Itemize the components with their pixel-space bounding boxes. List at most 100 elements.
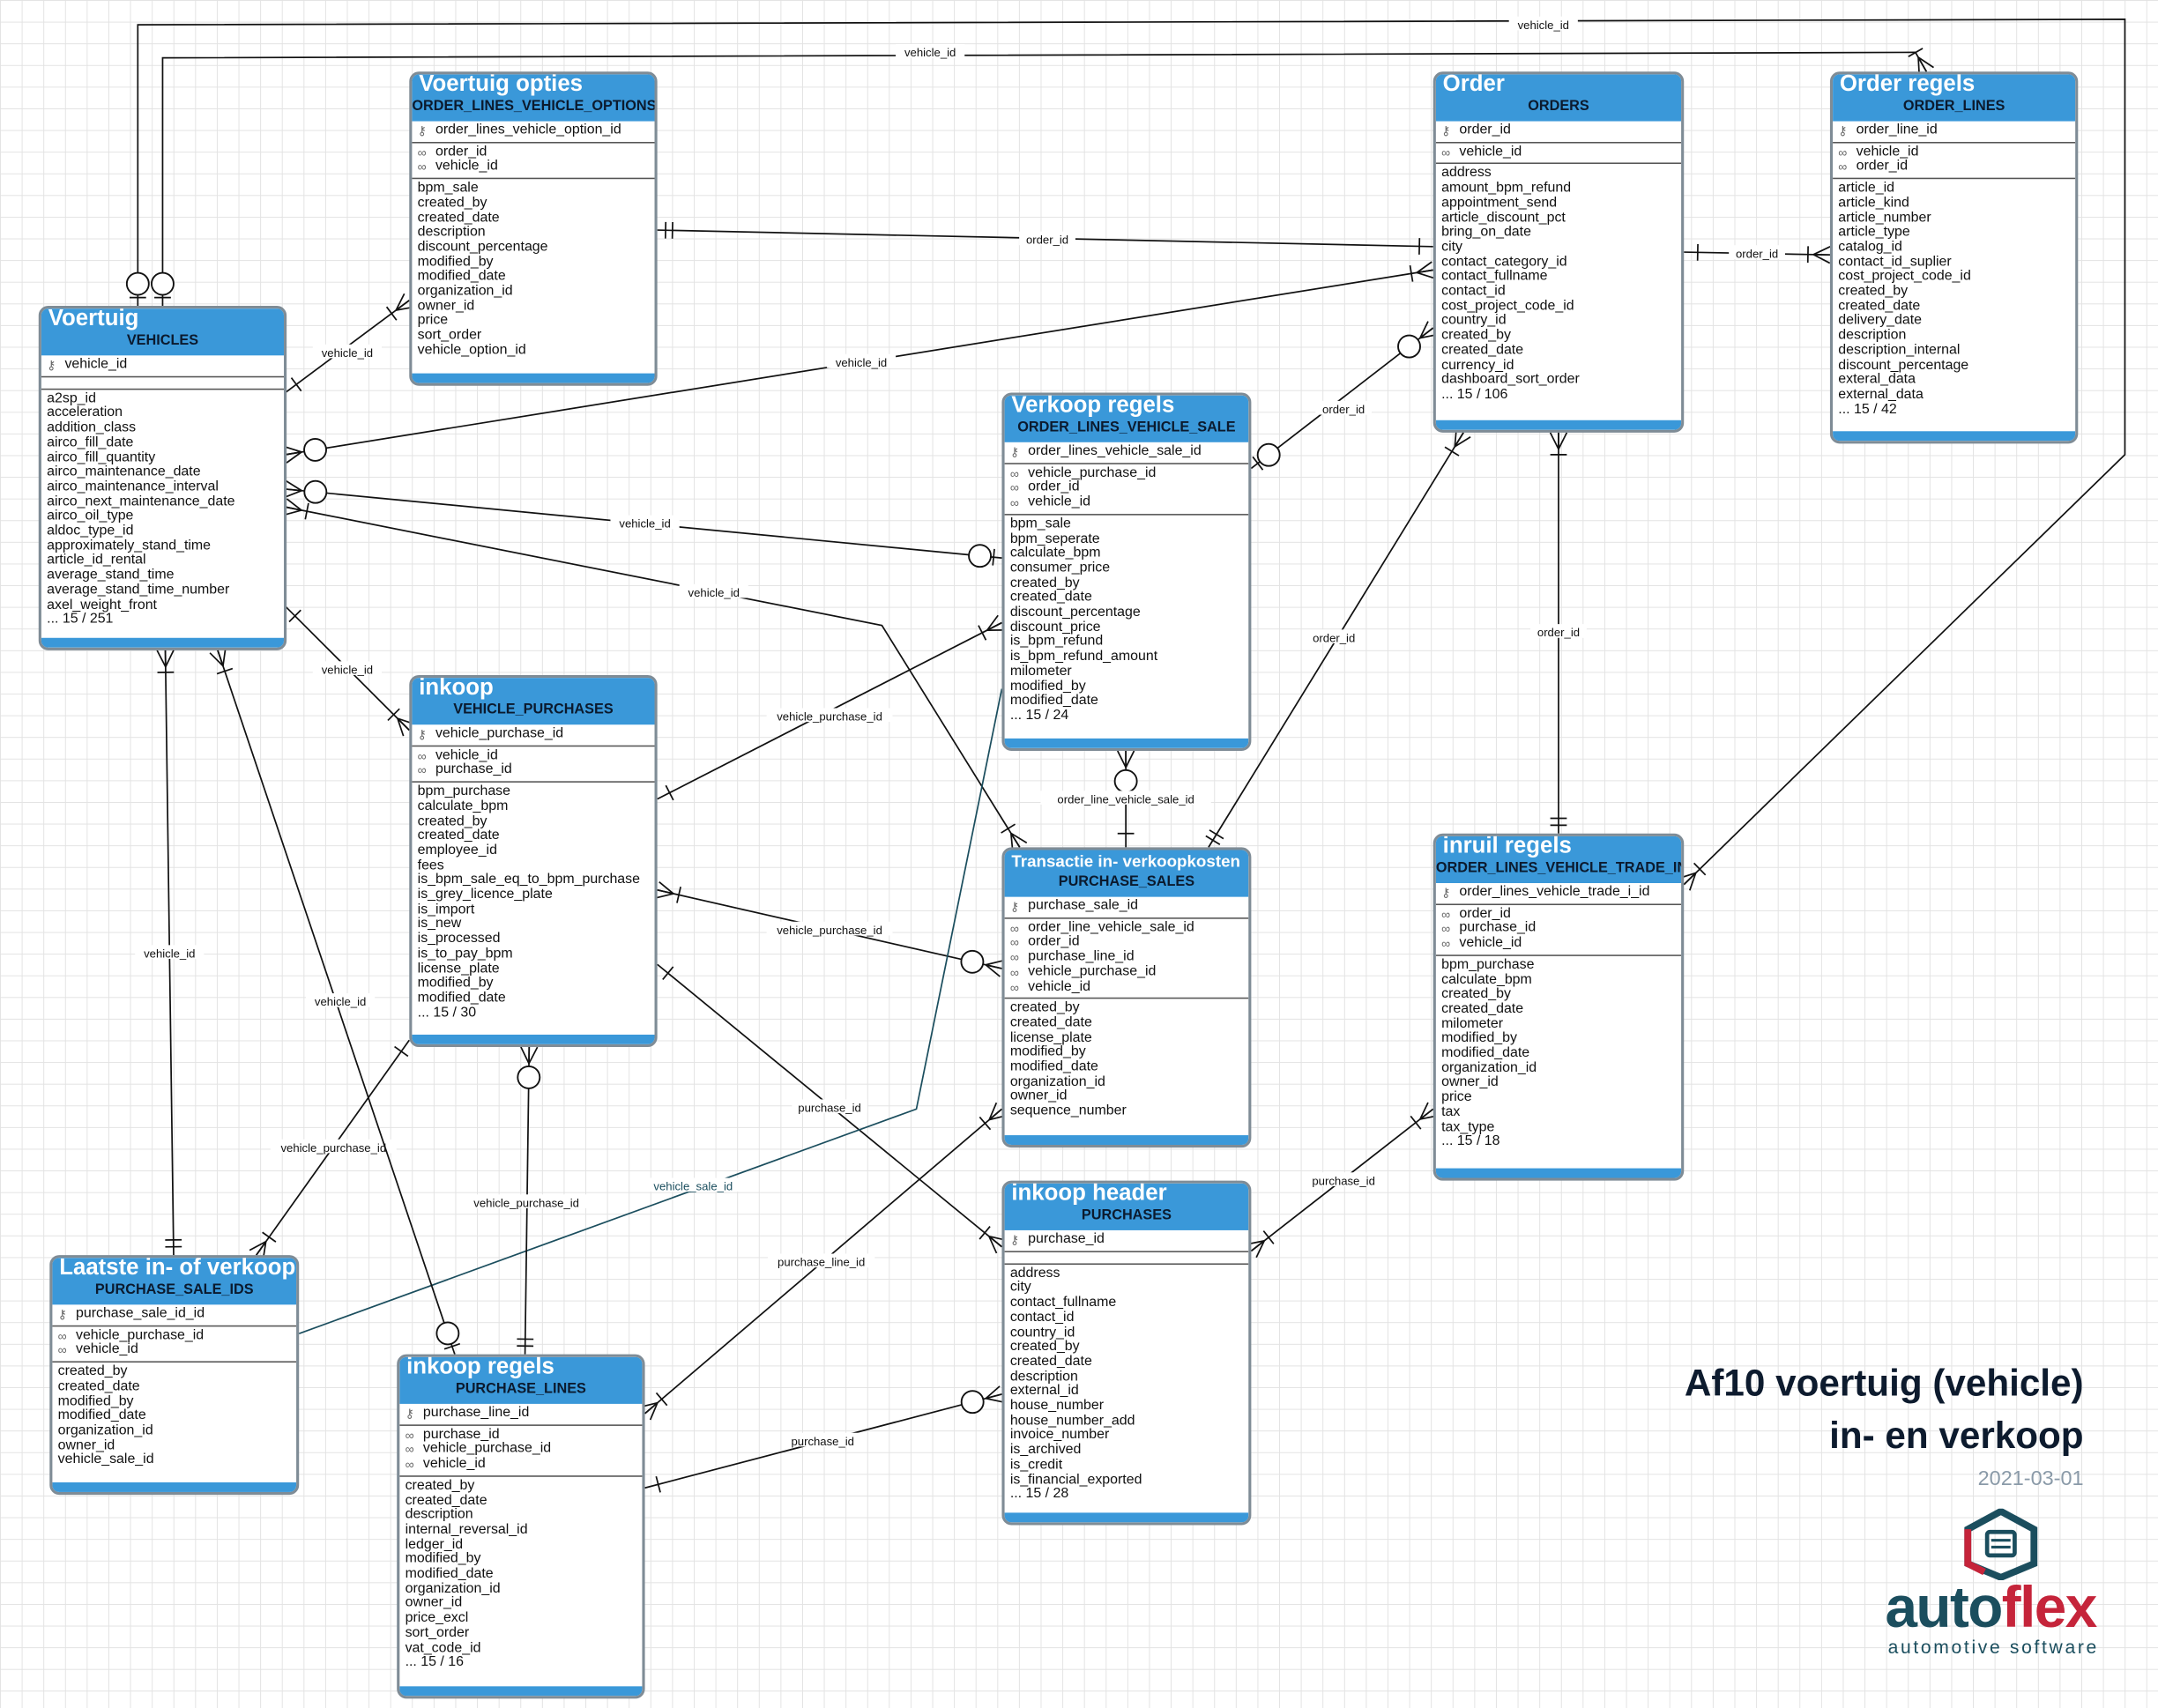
foreign-key-section: ∞vehicle_id bbox=[1435, 143, 1682, 165]
column-row: discount_percentage bbox=[418, 240, 650, 256]
link-icon: ∞ bbox=[1441, 907, 1451, 922]
column-row: contact_id bbox=[1010, 1311, 1243, 1326]
column-row: external_id bbox=[1010, 1384, 1243, 1400]
table-name: VEHICLE_PURCHASES bbox=[453, 702, 614, 718]
column-name: organization_id bbox=[1009, 1073, 1105, 1090]
column-row: modified_date bbox=[417, 269, 650, 286]
column-row: price bbox=[1441, 1090, 1676, 1106]
cardinality-marker bbox=[665, 784, 674, 801]
column-row: internal_reversal_id bbox=[406, 1523, 637, 1539]
column-row: created_by bbox=[58, 1364, 291, 1380]
column-row: is_credit bbox=[1010, 1458, 1243, 1474]
column-row: article_discount_pct bbox=[1441, 211, 1676, 226]
column-row: sequence_number bbox=[1010, 1104, 1243, 1120]
column-row: description bbox=[1010, 1370, 1243, 1385]
relation-vehicle-psales: vehicle_id bbox=[283, 498, 1028, 852]
relation-label: purchase_id bbox=[791, 1435, 854, 1448]
column-name: ledger_id bbox=[405, 1536, 464, 1553]
column-row: created_by bbox=[1838, 285, 2070, 301]
column-row: ... 15 / 42 bbox=[1838, 402, 2070, 418]
column-row: calculate_bpm bbox=[1010, 546, 1243, 562]
column-name: purchase_line_id bbox=[1028, 949, 1135, 965]
column-row: ... 15 / 24 bbox=[1010, 709, 1243, 724]
column-row: ... 15 / 18 bbox=[1441, 1133, 1676, 1150]
column-name: acceleration bbox=[47, 405, 123, 421]
table-footer-bar bbox=[41, 637, 285, 648]
column-name: modified_by bbox=[57, 1393, 134, 1409]
table-title: Voertuig opties bbox=[419, 71, 584, 97]
column-name: sort_order bbox=[405, 1625, 470, 1641]
primary-key-section: ⚷purchase_line_id bbox=[399, 1404, 643, 1426]
column-row: calculate_bpm bbox=[418, 799, 650, 815]
relation-line bbox=[285, 506, 1021, 848]
column-name: owner_id bbox=[405, 1595, 463, 1612]
cardinality-marker bbox=[209, 647, 234, 675]
link-icon: ∞ bbox=[1441, 937, 1451, 951]
table-footer-bar bbox=[1004, 1135, 1249, 1146]
relation-vehicle-purchases: vehicle_id bbox=[284, 605, 416, 737]
column-row: ledger_id bbox=[405, 1536, 637, 1554]
column-name: modified_date bbox=[417, 990, 506, 1006]
link-icon: ∞ bbox=[1009, 466, 1019, 481]
column-name: ... 15 / 18 bbox=[1441, 1133, 1500, 1150]
key-icon: ⚷ bbox=[57, 1307, 67, 1322]
column-name: price bbox=[417, 313, 449, 329]
column-name: discount_percentage bbox=[1838, 357, 1969, 373]
column-row: airco_maintenance_interval bbox=[47, 479, 279, 495]
relation-label-bg bbox=[312, 661, 383, 675]
title-line-1: Af10 voertuig (vehicle) bbox=[1684, 1363, 2084, 1404]
table-footer-bar bbox=[1004, 1512, 1249, 1523]
column-row: airco_fill_date bbox=[47, 435, 279, 451]
column-name: created_by bbox=[417, 195, 487, 211]
column-row: is_bpm_refund bbox=[1010, 635, 1243, 650]
column-name: approximately_stand_time bbox=[47, 538, 212, 553]
column-name: is_processed bbox=[417, 931, 501, 947]
relation-label-bg bbox=[135, 945, 205, 959]
cardinality-marker bbox=[1113, 750, 1138, 793]
foreign-key-section: ∞vehicle_id∞order_id bbox=[1833, 143, 2076, 180]
column-name: vehicle_id bbox=[75, 1342, 138, 1358]
foreign-key-row: ∞purchase_line_id bbox=[1010, 949, 1243, 966]
primary-key-section: ⚷purchase_sale_id bbox=[1004, 897, 1249, 919]
column-row: owner_id bbox=[1010, 1089, 1243, 1105]
table-footer-bar bbox=[399, 1686, 643, 1697]
table-name: ORDER_LINES_VEHICLE_OPTIONS bbox=[412, 99, 657, 115]
primary-key-row: ⚷order_lines_vehicle_trade_i_id bbox=[1441, 885, 1676, 901]
relation-vehicle-sale: vehicle_id bbox=[284, 479, 1002, 568]
column-name: contact_fullname bbox=[1441, 269, 1548, 285]
column-name: ... 15 / 251 bbox=[47, 612, 114, 628]
primary-key-row: ⚷purchase_id bbox=[1010, 1232, 1243, 1248]
relation-label-bg bbox=[1306, 1172, 1381, 1186]
column-row: contact_category_id bbox=[1441, 255, 1676, 271]
column-name: delivery_date bbox=[1838, 313, 1923, 329]
relation-purchase-plines: purchase_id bbox=[644, 1385, 1005, 1493]
table-name: PURCHASE_SALES bbox=[1058, 874, 1195, 890]
column-name: modified_date bbox=[417, 269, 506, 285]
cardinality-marker bbox=[1549, 432, 1568, 456]
column-name: addition_class bbox=[47, 420, 137, 436]
link-icon: ∞ bbox=[1009, 921, 1019, 935]
column-name: fees bbox=[417, 858, 444, 873]
column-name: modified_by bbox=[1009, 1044, 1086, 1060]
link-icon: ∞ bbox=[417, 763, 427, 778]
table-name: ORDERS bbox=[1528, 99, 1589, 115]
cardinality-marker bbox=[1444, 427, 1471, 457]
column-row: milometer bbox=[1441, 1017, 1676, 1033]
column-name: is_bpm_refund_amount bbox=[1009, 649, 1158, 665]
relation-order-tradein: order_id bbox=[1530, 432, 1587, 834]
